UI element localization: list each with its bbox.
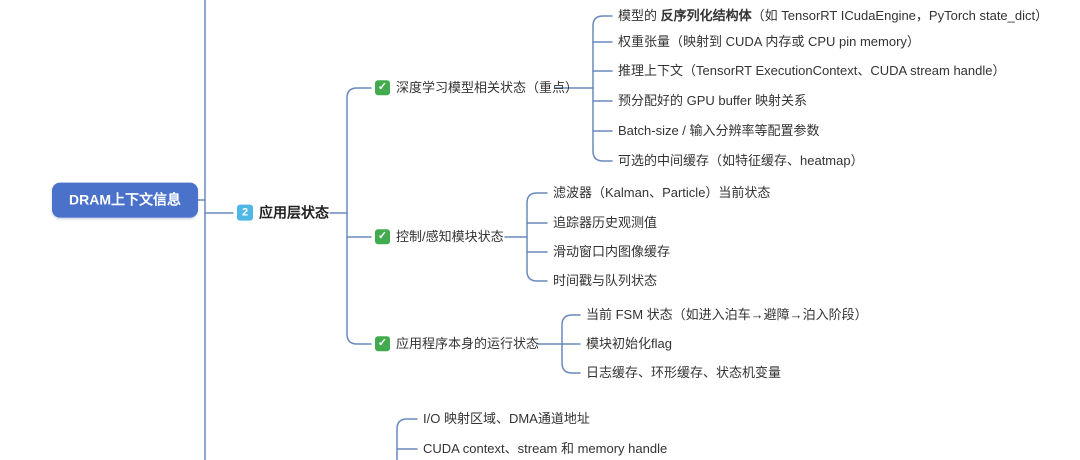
leaf-label: 预分配好的 GPU buffer 映射关系	[618, 93, 808, 109]
leaf-label: 可选的中间缓存（如特征缓存、heatmap）	[618, 153, 864, 169]
leaf-node[interactable]: 模型的 反序列化结构体（如 TensorRT ICudaEngine，PyTor…	[618, 8, 1048, 24]
branch-label: 控制/感知模块状态	[396, 229, 504, 245]
leaf-label: 模块初始化flag	[586, 336, 672, 352]
leaf-node[interactable]: Batch-size / 输入分辨率等配置参数	[618, 123, 820, 139]
leaf-label: 当前 FSM 状态（如进入泊车→避障→泊入阶段）	[586, 307, 868, 323]
leaf-node[interactable]: 追踪器历史观测值	[553, 215, 657, 231]
leaf-node[interactable]: 滤波器（Kalman、Particle）当前状态	[553, 185, 770, 201]
branch-dl-model-state[interactable]: ✓ 深度学习模型相关状态（重点）	[375, 80, 578, 96]
leaf-label: Batch-size / 输入分辨率等配置参数	[618, 123, 820, 139]
leaf-node[interactable]: I/O 映射区域、DMA通道地址	[423, 411, 590, 427]
branch-label: 应用程序本身的运行状态	[396, 336, 540, 352]
priority-2-icon: 2	[237, 204, 253, 221]
leaf-label: CUDA context、stream 和 memory handle	[423, 441, 668, 457]
check-icon: ✓	[375, 229, 390, 245]
root-topic[interactable]: DRAM上下文信息	[52, 182, 198, 218]
leaf-label: 滑动窗口内图像缓存	[553, 244, 671, 260]
leaf-label: 时间戳与队列状态	[553, 273, 658, 289]
branch-app-runtime-state[interactable]: ✓ 应用程序本身的运行状态	[375, 336, 539, 352]
leaf-label: 追踪器历史观测值	[553, 215, 658, 231]
leaf-label: 推理上下文（TensorRT ExecutionContext、CUDA str…	[618, 63, 1006, 79]
leaf-node[interactable]: 权重张量（映射到 CUDA 内存或 CPU pin memory）	[618, 34, 920, 50]
leaf-node[interactable]: 日志缓存、环形缓存、状态机变量	[586, 365, 781, 381]
leaf-node[interactable]: 时间戳与队列状态	[553, 273, 657, 289]
leaf-node[interactable]: CUDA context、stream 和 memory handle	[423, 441, 667, 457]
leaf-node[interactable]: 模块初始化flag	[586, 336, 672, 352]
leaf-node[interactable]: 滑动窗口内图像缓存	[553, 244, 670, 260]
leaf-label: 权重张量（映射到 CUDA 内存或 CPU pin memory）	[618, 34, 920, 50]
leaf-node[interactable]: 推理上下文（TensorRT ExecutionContext、CUDA str…	[618, 63, 1006, 79]
check-icon: ✓	[375, 80, 390, 96]
topic-app-layer-state[interactable]: 2 应用层状态	[237, 205, 329, 222]
leaf-label: 模型的 反序列化结构体（如 TensorRT ICudaEngine，PyTor…	[618, 8, 1049, 24]
check-icon: ✓	[375, 336, 390, 352]
root-topic-label: DRAM上下文信息	[52, 182, 198, 218]
leaf-node[interactable]: 预分配好的 GPU buffer 映射关系	[618, 93, 807, 109]
leaf-label: I/O 映射区域、DMA通道地址	[423, 411, 590, 427]
leaf-node[interactable]: 可选的中间缓存（如特征缓存、heatmap）	[618, 153, 864, 169]
branch-control-perception-state[interactable]: ✓ 控制/感知模块状态	[375, 229, 504, 245]
branch-label: 深度学习模型相关状态（重点）	[396, 80, 579, 96]
topic-label: 应用层状态	[259, 204, 329, 221]
leaf-label: 滤波器（Kalman、Particle）当前状态	[553, 185, 771, 201]
leaf-label: 日志缓存、环形缓存、状态机变量	[586, 365, 782, 381]
leaf-node[interactable]: 当前 FSM 状态（如进入泊车→避障→泊入阶段）	[586, 307, 868, 323]
